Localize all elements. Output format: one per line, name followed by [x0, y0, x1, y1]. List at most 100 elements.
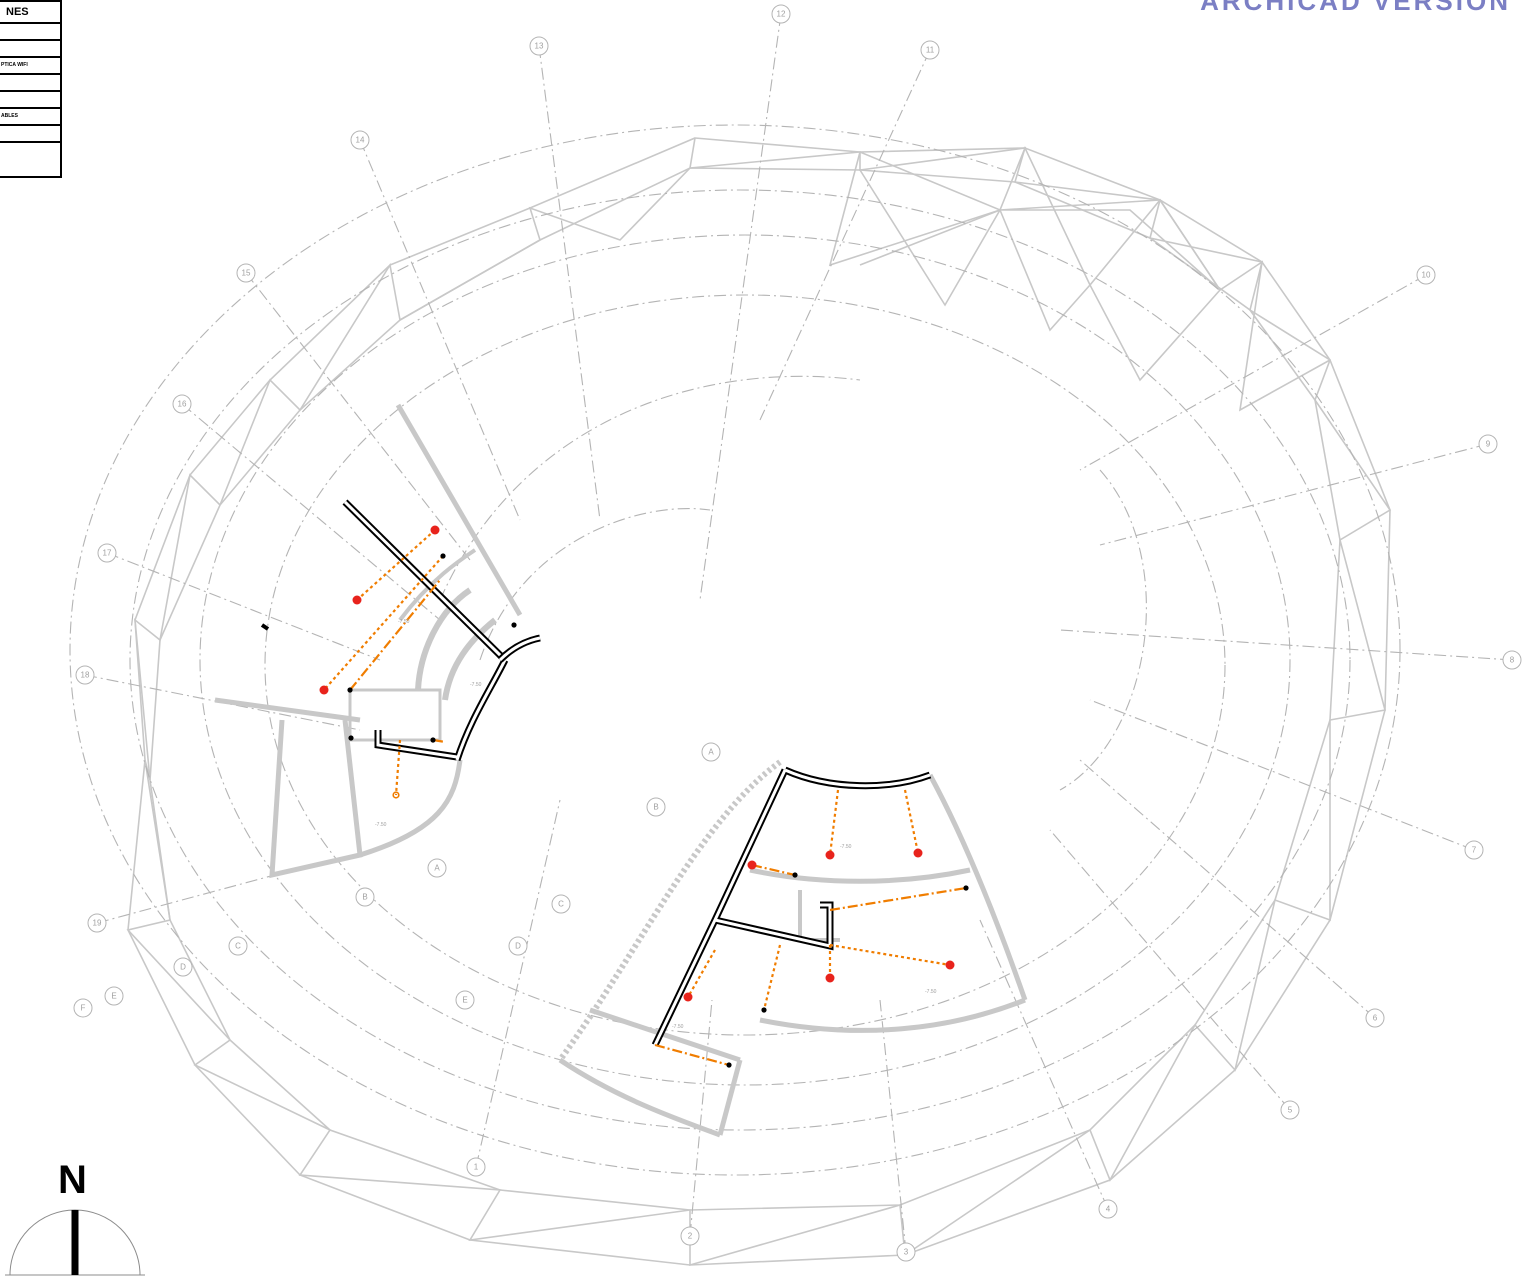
legend-row [0, 92, 60, 109]
grid-ring-outer [69, 124, 1401, 1176]
ring-label-west-a: A [434, 864, 440, 873]
junction-node [430, 737, 436, 743]
legend-row: ABLES [0, 109, 60, 126]
north-label: N [58, 1158, 87, 1202]
grid-axis-11 [759, 49, 931, 421]
grid-label-6: 6 [1373, 1014, 1378, 1023]
legend-row [0, 24, 60, 41]
dome-structure [126, 137, 1392, 1267]
junction-node [440, 553, 446, 559]
ring-label-west-d: D [180, 963, 186, 972]
grid-axis-12 [699, 13, 782, 601]
legend-row [0, 75, 60, 92]
grid-label-8: 8 [1510, 656, 1515, 665]
ring-label-west-e: E [111, 992, 116, 1001]
grid-ring-inner-arc [439, 375, 861, 601]
grid-label-4: 4 [1106, 1205, 1111, 1214]
junction-node [963, 885, 969, 891]
legend-table: NES PTICA WIFI ABLES [0, 0, 62, 178]
grid-label-11: 11 [926, 46, 935, 55]
dome-inner-outline [149, 167, 1341, 1211]
grid-axis-10 [1079, 274, 1427, 471]
dome-truss-lines [126, 137, 1392, 1267]
access-points [319, 525, 969, 1068]
orange-node [392, 791, 400, 799]
cable-runs [323, 529, 967, 1067]
access-point [913, 848, 923, 858]
grid-label-5: 5 [1288, 1106, 1293, 1115]
south-building-walls [557, 759, 1028, 1138]
grid-axis-1 [475, 799, 561, 1168]
access-point [945, 960, 955, 970]
grid-axis-3 [879, 999, 907, 1253]
grid-ring-3 [199, 234, 1291, 1086]
legend-header: NES [0, 2, 60, 24]
grid-axis-8 [1059, 629, 1513, 661]
level-marker: -7.50 [470, 682, 482, 688]
access-point [352, 595, 362, 605]
level-marker: -7.50 [375, 822, 387, 828]
ring-label-west-c: C [235, 942, 241, 951]
junction-node [792, 872, 798, 878]
dome-braces [828, 146, 1331, 412]
grid-label-16: 16 [178, 400, 187, 409]
legend-row [0, 41, 60, 58]
ring-label-south-e: E [462, 996, 467, 1005]
grid-label-19: 19 [93, 919, 102, 928]
access-point [430, 525, 440, 535]
ring-grid-labels: A B C D E F A B C D E [81, 748, 715, 1013]
access-point [825, 850, 835, 860]
legend-row [0, 143, 60, 158]
access-point [683, 992, 693, 1002]
grid-axis-2 [689, 999, 713, 1237]
ring-label-west-f: F [81, 1004, 86, 1013]
grid-axis-7 [1089, 699, 1475, 851]
level-markers: -7.50 -7.50 -7.50 -7.50 -7.50 -7.50 [375, 619, 937, 1030]
west-building-walls [214, 403, 523, 879]
radial-grid-bubbles [75, 4, 1522, 1262]
black-walls [260, 499, 932, 1047]
grid-label-18: 18 [81, 671, 90, 680]
legend-row [0, 126, 60, 143]
ring-label-west-b: B [362, 893, 367, 902]
grid-label-1: 1 [474, 1163, 479, 1172]
ring-label-south-c: C [558, 900, 564, 909]
level-marker: -7.50 [398, 619, 410, 625]
grid-label-13: 13 [535, 42, 544, 51]
radial-grid-labels: 1 2 3 4 5 6 7 8 9 10 11 12 13 14 15 16 1… [81, 10, 1515, 1257]
junction-node [511, 622, 517, 628]
grid-label-17: 17 [103, 549, 112, 558]
grid-axis-15 [245, 272, 471, 561]
grid-axis-5 [1049, 829, 1291, 1111]
grid-label-14: 14 [356, 136, 365, 145]
ring-label-south-b: B [653, 803, 658, 812]
grid-label-2: 2 [688, 1232, 693, 1241]
grid-label-10: 10 [1422, 271, 1431, 280]
sheet-title: ARCHICAD VERSION [1200, 0, 1511, 16]
grid-lines [69, 13, 1513, 1253]
dome-outer-outline [127, 137, 1391, 1266]
grid-ring-2 [129, 189, 1351, 1131]
grid-label-7: 7 [1472, 846, 1477, 855]
grid-label-12: 12 [777, 10, 786, 19]
legend-row: PTICA WIFI [0, 58, 60, 75]
grid-axis-17 [106, 552, 381, 661]
ring-label-south-a: A [708, 748, 714, 757]
north-arrow [5, 1209, 145, 1276]
grid-ring-4 [264, 294, 1226, 1036]
access-point [319, 685, 329, 695]
grid-label-3: 3 [904, 1248, 909, 1257]
grid-axis-13 [538, 45, 601, 521]
junction-node [726, 1062, 732, 1068]
grid-label-9: 9 [1486, 440, 1491, 449]
ring-label-south-d: D [515, 942, 521, 951]
junction-node [348, 735, 354, 741]
junction-node [347, 687, 353, 693]
grid-axis-16 [181, 403, 441, 621]
grid-axis-14 [359, 139, 521, 521]
level-marker: -7.50 [840, 844, 852, 850]
access-point [825, 973, 835, 983]
level-marker: -7.50 [672, 1024, 684, 1030]
ring-grid-bubbles [73, 742, 721, 1018]
